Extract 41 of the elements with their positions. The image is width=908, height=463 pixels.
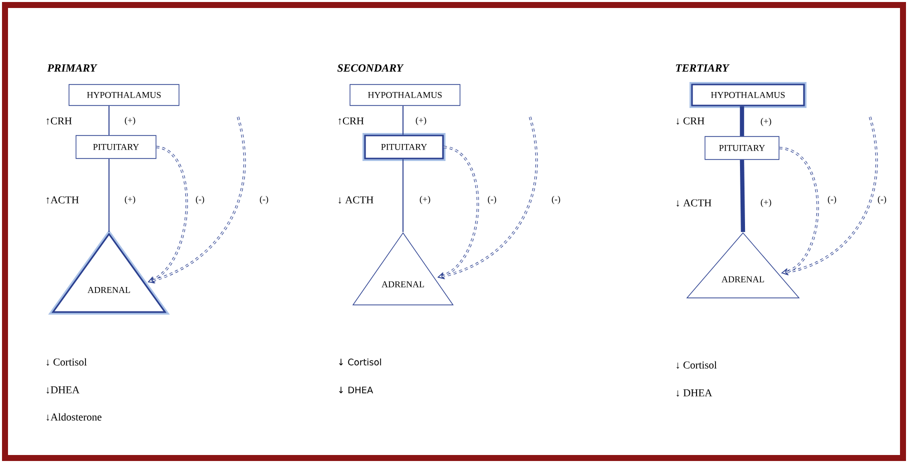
- edge-label: (+): [418, 194, 432, 206]
- connector-line: [402, 158, 404, 232]
- process-box: PITUITARY: [76, 135, 156, 159]
- hormone-label: ↓Aldosterone: [46, 413, 102, 421]
- hormone-label: ↑CRH: [46, 117, 72, 125]
- edge-label: (-): [826, 194, 838, 206]
- panel-heading: PRIMARY: [47, 64, 98, 72]
- connector-line: [740, 160, 746, 232]
- hormone-label: ↑CRH: [338, 117, 364, 125]
- panel-heading: SECONDARY: [337, 64, 404, 72]
- process-box: HYPOTHALAMUS: [68, 84, 180, 106]
- hormone-label: ↓DHEA: [46, 386, 80, 394]
- edge-label: (+): [414, 116, 428, 126]
- edge-label: (-): [550, 194, 562, 206]
- connector-line: [108, 105, 110, 136]
- connector-line: [740, 106, 744, 136]
- hormone-label: ↓ ACTH: [338, 196, 374, 204]
- edge-label: (+): [759, 116, 773, 128]
- hormone-label: ↓ ACTH: [676, 199, 712, 207]
- feedback-arrow: [779, 146, 819, 275]
- edge-label: (-): [258, 194, 270, 206]
- connector-line: [108, 158, 110, 232]
- edge-label: (-): [194, 194, 206, 206]
- process-box: PITUITARY: [704, 136, 780, 160]
- hormone-label: ↓ Cortisol: [46, 358, 87, 366]
- hormone-label: ↓ DHEA: [339, 386, 374, 394]
- hormone-label: ↓ Cortisol: [339, 358, 381, 366]
- connector-line: [402, 105, 404, 136]
- process-box: HYPOTHALAMUS: [350, 84, 460, 106]
- hormone-label: ↑ACTH: [46, 196, 79, 204]
- hormone-label: ↓ DHEA: [676, 389, 712, 397]
- process-box: HYPOTHALAMUS: [690, 82, 806, 108]
- panel-heading: TERTIARY: [676, 64, 730, 72]
- hormone-label: ↓ Cortisol: [676, 361, 717, 369]
- process-box: PITUITARY: [362, 133, 446, 161]
- edge-label: (+): [123, 116, 137, 126]
- edge-label: (-): [486, 194, 498, 206]
- edge-label: (+): [123, 194, 137, 206]
- edge-label: (+): [759, 198, 773, 208]
- edge-label: (-): [876, 194, 888, 206]
- hormone-label: ↓ CRH: [676, 117, 704, 125]
